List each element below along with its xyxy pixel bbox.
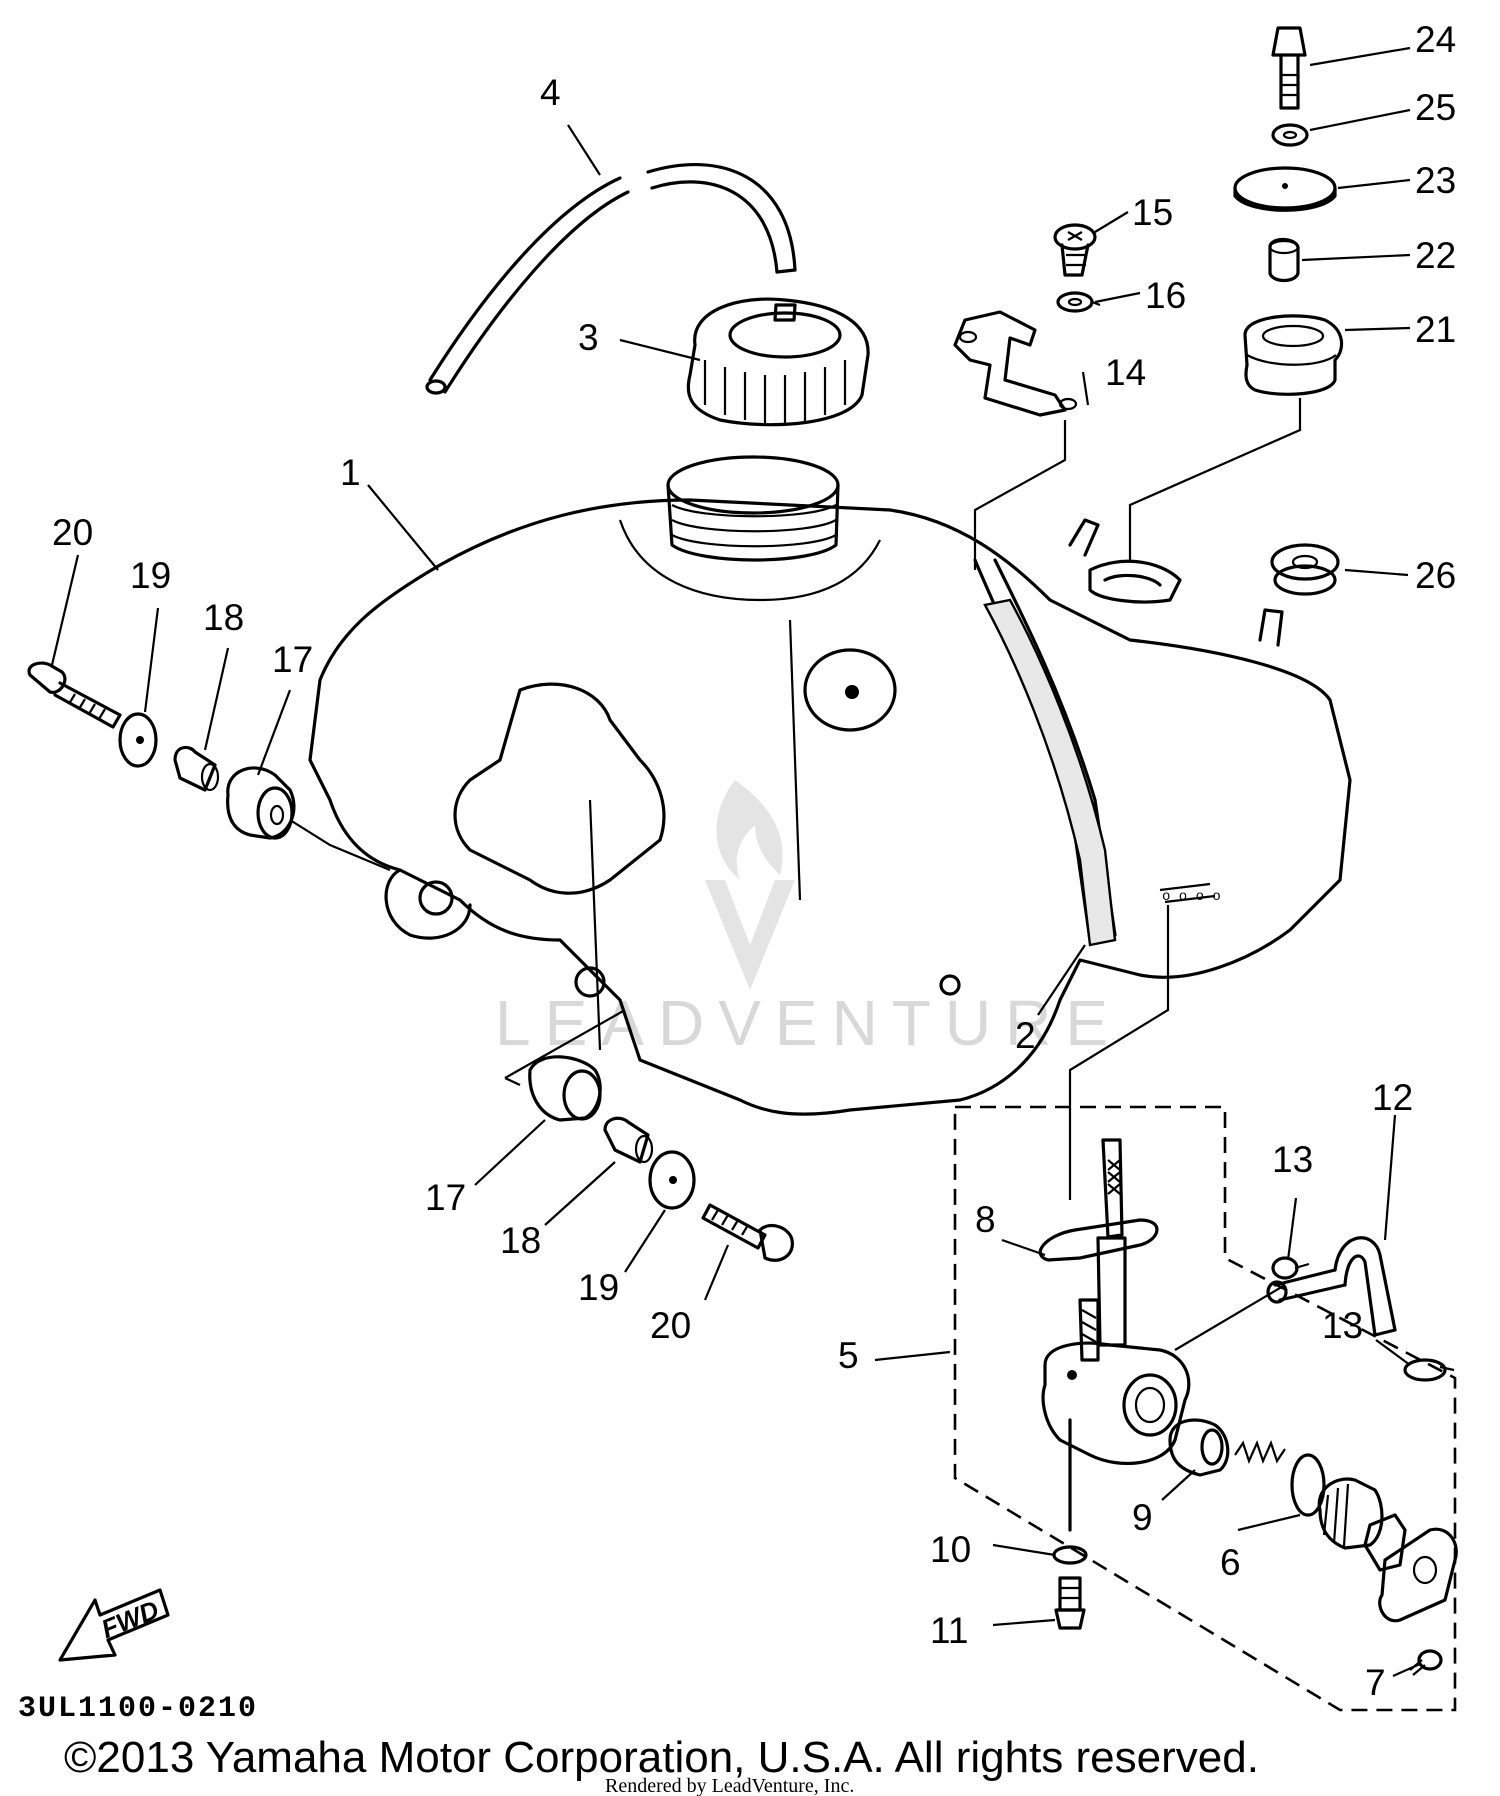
callouts: 1 2 3 4 5 6 7 8 9 10 11 12 13 13 14 15 1… [52, 19, 1456, 1703]
breather-hose [425, 163, 797, 395]
callout-14: 14 [1105, 352, 1146, 393]
callout-3: 3 [578, 317, 599, 358]
fuel-tank: o o o o [308, 455, 1352, 1116]
callout-15: 15 [1132, 192, 1173, 233]
callout-25: 25 [1415, 87, 1456, 128]
callout-20-upper: 20 [52, 512, 93, 553]
callout-16: 16 [1145, 275, 1186, 316]
bolt-20-upper [27, 661, 122, 729]
clip-13-lower [1403, 1358, 1455, 1382]
callout-22: 22 [1415, 235, 1456, 276]
callout-18-upper: 18 [203, 597, 244, 638]
callout-26: 26 [1415, 555, 1456, 596]
callout-7: 7 [1365, 1662, 1386, 1703]
gasket-8 [1038, 1218, 1159, 1262]
lever-assembly [1317, 1477, 1458, 1623]
callout-17-lower: 17 [425, 1177, 466, 1218]
guide-hose-12 [1174, 1284, 1286, 1351]
drawing-code: 3UL1100-0210 [18, 1692, 258, 1726]
bolt-20-lower [701, 1203, 794, 1262]
callout-5: 5 [838, 1335, 859, 1376]
washer-19-lower [648, 1150, 696, 1210]
collar-18-upper [173, 745, 220, 792]
rendered-by: Rendered by LeadVenture, Inc. [605, 1775, 854, 1796]
callout-18-lower: 18 [500, 1220, 541, 1261]
spring [1234, 1439, 1286, 1465]
o-ring-6 [1290, 1453, 1326, 1517]
callout-19-upper: 19 [130, 555, 171, 596]
guide-bracket [973, 420, 1067, 570]
callout-13-lower: 13 [1322, 1305, 1363, 1346]
callout-9: 9 [1132, 1497, 1153, 1538]
collar-22 [1268, 237, 1300, 283]
callout-8: 8 [975, 1199, 996, 1240]
filler-cap [686, 297, 870, 427]
callout-13-upper: 13 [1272, 1139, 1313, 1180]
collar-18-lower [603, 1116, 654, 1164]
guide-17-upper [289, 819, 391, 872]
screw-7 [1409, 1649, 1443, 1676]
filter-9 [1168, 1418, 1230, 1477]
bolt-24 [1271, 26, 1307, 110]
petcock-assembly-box [953, 1105, 1457, 1712]
fuel-petcock [1041, 1138, 1191, 1532]
guide-grommet-21 [1128, 398, 1302, 560]
callout-24: 24 [1415, 19, 1456, 60]
callout-21: 21 [1415, 309, 1456, 350]
washer-19-upper [118, 712, 158, 768]
grommet-17-upper [226, 766, 296, 840]
guide-lower-mount [504, 1009, 626, 1086]
callout-4: 4 [540, 72, 561, 113]
callout-12: 12 [1372, 1077, 1413, 1118]
fuel-hose-12 [1266, 1236, 1397, 1337]
drain-screw-11 [1054, 1576, 1086, 1630]
svg-text:o o o o: o o o o [1162, 889, 1221, 905]
tank-pad [983, 598, 1117, 947]
grommet-17-lower [528, 1055, 602, 1122]
callout-1: 1 [340, 452, 361, 493]
callout-20-lower: 20 [650, 1305, 691, 1346]
callout-11: 11 [930, 1610, 968, 1651]
leader-lines [50, 46, 1421, 1678]
washer-23 [1233, 166, 1337, 212]
grommet-21 [1243, 314, 1344, 396]
screw-15 [1053, 223, 1097, 277]
callout-10: 10 [930, 1529, 971, 1570]
callout-19-lower: 19 [578, 1267, 619, 1308]
callout-17-upper: 17 [272, 639, 313, 680]
callout-2: 2 [1015, 1015, 1036, 1056]
tank-bracket [953, 310, 1078, 417]
clip-13-upper [1271, 1256, 1310, 1280]
grommet-26 [1270, 543, 1340, 596]
callout-6: 6 [1220, 1542, 1241, 1583]
copyright: ©2013 Yamaha Motor Corporation, U.S.A. A… [64, 1733, 1259, 1782]
callout-23: 23 [1415, 160, 1456, 201]
washer-16 [1056, 291, 1094, 313]
fwd-arrow: FWD [58, 1588, 170, 1662]
guide-petcock [1068, 905, 1170, 1200]
washer-25 [1271, 123, 1309, 147]
